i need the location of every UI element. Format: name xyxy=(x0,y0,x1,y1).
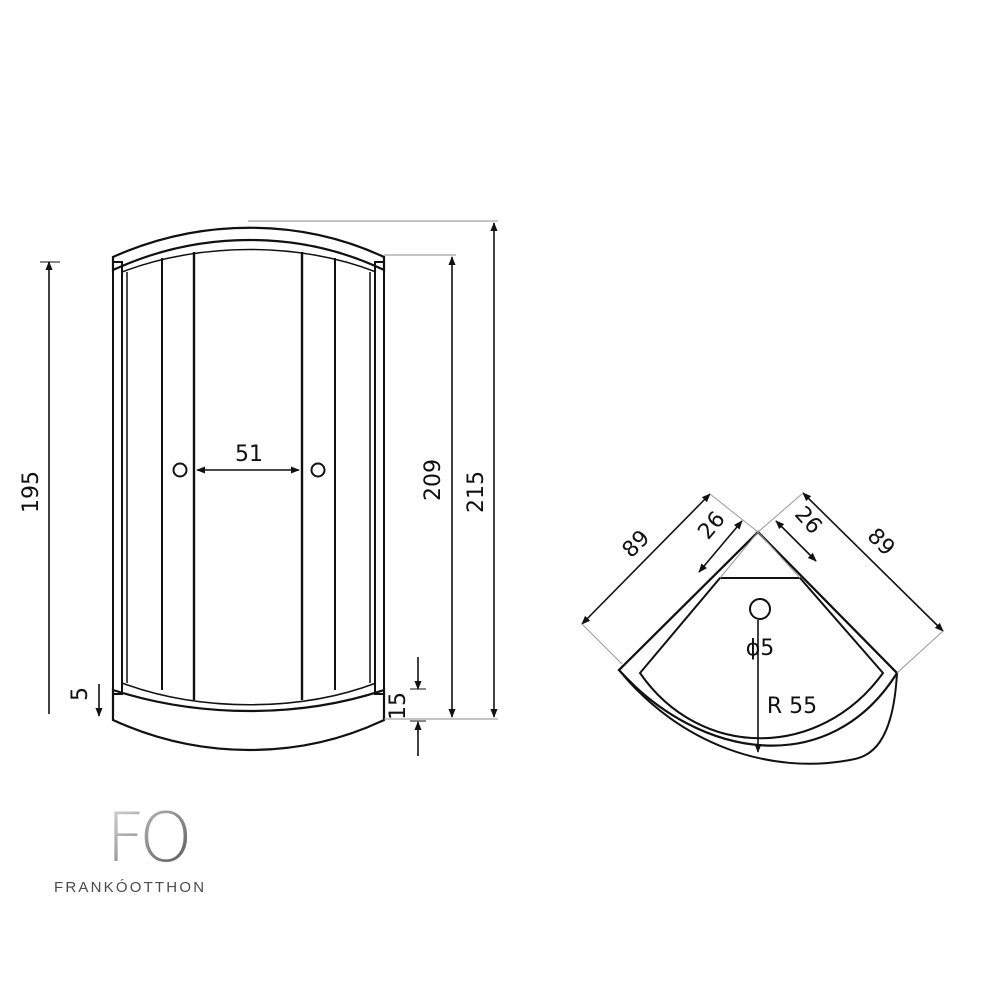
tray-basin xyxy=(638,577,885,740)
shower-tray xyxy=(111,688,386,751)
brand-logo: FO FRANKÓOTTHON xyxy=(54,799,206,896)
logo-monogram: FO xyxy=(106,799,187,878)
dim-label-26-right: 26 xyxy=(789,502,826,540)
dim-label-5: 5 xyxy=(68,687,93,701)
dim-label-195: 195 xyxy=(19,471,44,513)
dim-label-radius: R 55 xyxy=(767,694,817,719)
left-post xyxy=(112,261,123,695)
dim-label-51: 51 xyxy=(235,442,263,467)
right-post xyxy=(374,261,385,695)
front-dimension-lines xyxy=(40,220,498,756)
logo-wordmark: FRANKÓOTTHON xyxy=(54,879,206,896)
front-view xyxy=(111,226,386,751)
dim-label-215: 215 xyxy=(464,471,489,513)
drain-circle xyxy=(749,598,771,620)
right-door-handle xyxy=(310,462,326,478)
dim-label-209: 209 xyxy=(421,459,446,501)
tray-outline xyxy=(617,530,899,765)
top-dimension-lines xyxy=(581,492,944,753)
dim-label-89-left: 89 xyxy=(618,526,655,563)
dim-label-26-left: 26 xyxy=(693,507,730,545)
left-door-handle xyxy=(172,462,188,478)
dim-label-drain: ϕ5 xyxy=(746,636,775,661)
dim-label-15: 15 xyxy=(386,692,411,720)
